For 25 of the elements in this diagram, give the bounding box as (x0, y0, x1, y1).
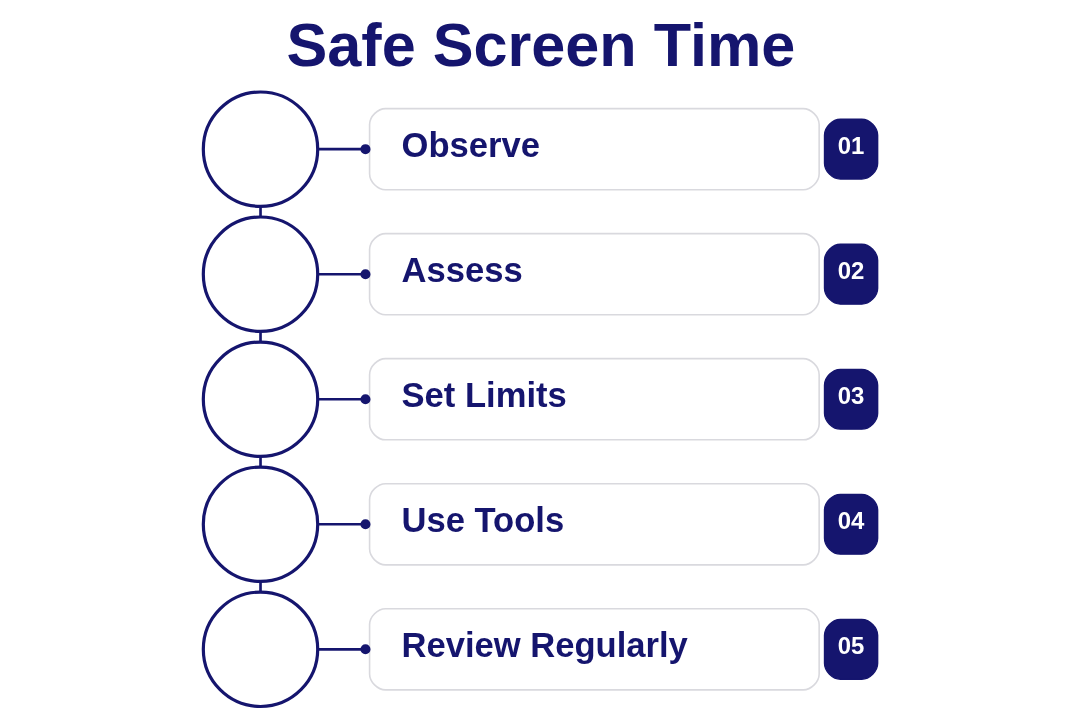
connector (258, 456, 262, 467)
node-box: Set Limits (368, 357, 820, 441)
node-box: 02 (823, 243, 878, 305)
connector (317, 269, 371, 280)
node-circle (201, 90, 319, 208)
node-box: 03 (823, 368, 878, 430)
connector (317, 519, 371, 530)
node-box: 01 (823, 118, 878, 180)
connector (317, 644, 371, 655)
connector (258, 331, 262, 342)
node-box: Observe (368, 107, 820, 191)
node-circle (201, 340, 319, 459)
node-box: Review Regularly (368, 607, 820, 691)
node-circle (201, 465, 319, 584)
node-box: 04 (823, 493, 878, 555)
connector (317, 144, 371, 155)
node-box: Assess (368, 232, 820, 316)
node-box: 05 (823, 618, 878, 680)
connector (317, 394, 371, 405)
node-circle (201, 590, 319, 709)
diagram-title: Safe Screen Time (285, 11, 795, 80)
connector (258, 206, 262, 217)
node-box: Use Tools (368, 482, 820, 566)
node-circle (201, 215, 319, 333)
connector (258, 581, 262, 592)
